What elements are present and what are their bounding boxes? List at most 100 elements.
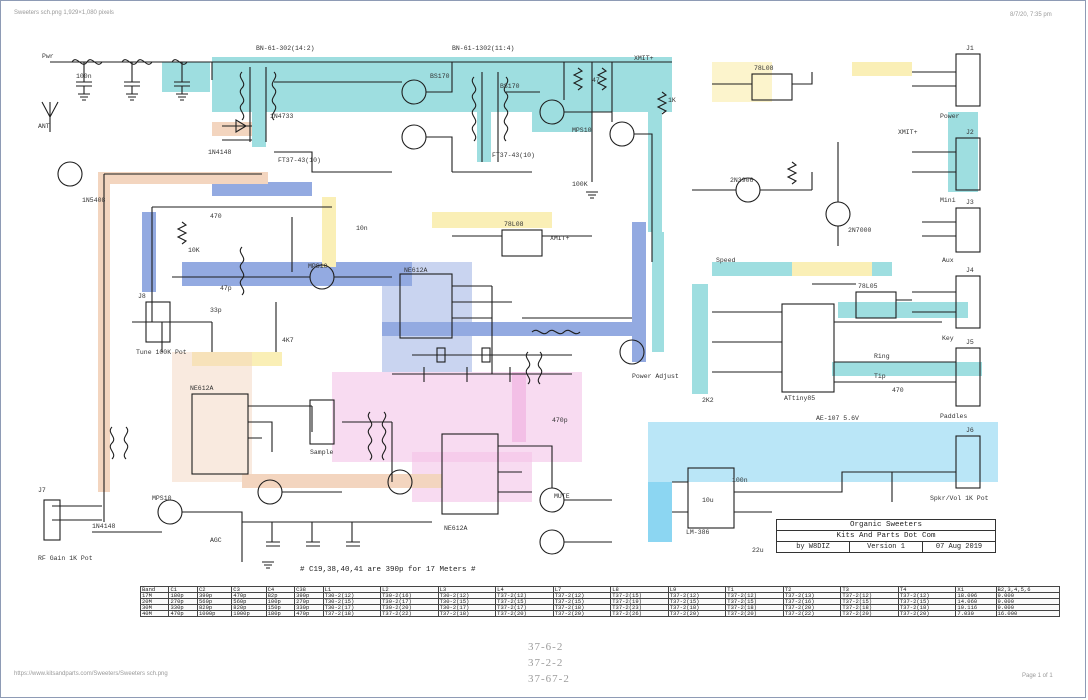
title-block-meta: by W8DIZ Version 1 07 Aug 2019 xyxy=(777,542,995,552)
label-key-conn: Key xyxy=(942,335,954,342)
label-c-6: 100n xyxy=(732,477,748,484)
table-cell: T37-2(22) xyxy=(380,610,439,617)
label-ne612-left: NE612A xyxy=(190,385,214,392)
table-cell: 16.000 xyxy=(995,610,1061,617)
label-c-8: 10u xyxy=(702,497,714,504)
label-lm386: LM-386 xyxy=(686,529,710,536)
label-agc: AGC xyxy=(210,537,222,544)
label-speed: Speed xyxy=(716,257,736,264)
table-cell: T37-2(22) xyxy=(782,610,842,617)
handwritten-note-2: 37-2-2 xyxy=(528,657,564,669)
highlight-orange-d xyxy=(212,122,252,136)
wire-layer xyxy=(41,53,981,569)
title-block-date: 07 Aug 2019 xyxy=(935,543,983,551)
handwritten-note-3: 37-67-2 xyxy=(528,673,570,685)
highlight-blue-top xyxy=(212,182,312,196)
highlight-teal-lpf xyxy=(162,62,210,92)
label-r-3: 1K xyxy=(668,97,676,104)
label-c-3: 33p xyxy=(210,307,222,314)
print-header-date: 8/7/20, 7:35 pm xyxy=(1010,12,1052,18)
highlight-teal-t2 xyxy=(477,102,491,162)
highlight-cyan-drop xyxy=(648,482,672,542)
connector-sample-body xyxy=(309,399,335,445)
label-c-1: 100n xyxy=(76,73,92,80)
q13-body xyxy=(401,124,427,150)
ground-symbols xyxy=(78,93,598,569)
wire-l8 xyxy=(522,317,632,335)
table-cell: 470p xyxy=(168,610,198,617)
highlight-teal-bus2 xyxy=(652,232,664,352)
speaker-symbol xyxy=(57,161,83,187)
antenna-symbol xyxy=(41,101,59,132)
wire-q-stage xyxy=(274,62,532,173)
label-1n4148-agc: 1N4148 xyxy=(92,523,116,530)
t2-windings xyxy=(471,76,509,142)
label-j5: J5 xyxy=(966,339,974,346)
wire-vfo-2 xyxy=(172,246,392,296)
highlight-cyan-audio xyxy=(648,422,998,482)
table-cell: 1000p xyxy=(196,610,233,617)
ic-mixer-body xyxy=(399,273,453,339)
q-mute2-body xyxy=(539,487,565,513)
highlight-orange-lo xyxy=(172,352,252,482)
label-j3: J3 xyxy=(966,199,974,206)
wire-regulators xyxy=(452,72,912,301)
wire-mute xyxy=(282,445,612,543)
label-j1: J1 xyxy=(966,45,974,52)
t6-windings xyxy=(367,411,387,461)
highlight-yellow-3 xyxy=(712,62,772,102)
print-header-filename: Sweeters sch.png 1,929×1,080 pixels xyxy=(14,10,114,16)
connector-j2-body xyxy=(955,137,981,191)
ic-ne612-left xyxy=(191,393,249,475)
regulator-3-body xyxy=(855,291,897,319)
label-attiny: ATtiny85 xyxy=(784,395,815,402)
label-tip: Tip xyxy=(874,373,886,380)
label-78l05: 78L05 xyxy=(858,283,878,290)
label-78l08-2: 78L08 xyxy=(754,65,774,72)
label-1n4148: 1N4148 xyxy=(208,149,232,156)
highlight-teal-t1 xyxy=(252,102,266,147)
table-row: 20M 270p 560p 560p 100p 270p T30-2(15) T… xyxy=(139,598,1061,605)
label-c-7: 22u xyxy=(752,547,764,554)
ic-ne612-mid xyxy=(441,433,499,515)
print-footer-page: Page 1 of 1 xyxy=(1022,673,1053,679)
label-r-7: 2K2 xyxy=(702,397,714,404)
ic-keyer-body xyxy=(781,303,835,393)
wire-left-bus xyxy=(103,173,262,522)
q14-body xyxy=(609,121,635,147)
title-block-author: by W8DIZ xyxy=(777,542,850,552)
table-cell: 470p xyxy=(294,610,324,617)
label-ring: Ring xyxy=(874,353,890,360)
label-r-1: 470 xyxy=(210,213,222,220)
label-r-5: 100K xyxy=(572,181,588,188)
label-xmit-top: XMIT+ xyxy=(634,55,654,62)
connector-j5-body xyxy=(955,347,981,407)
label-ft37-1: FT37-43(10) xyxy=(278,157,321,164)
label-sample: Sample xyxy=(310,449,334,456)
q-xmit-body xyxy=(825,201,851,227)
label-power-conn: Power xyxy=(940,113,960,120)
lpf-coils xyxy=(71,59,188,65)
t1-windings xyxy=(239,71,277,121)
connector-j3-body xyxy=(955,207,981,253)
print-footer-url: https://www.kitsandparts.com/Sweeters/Sw… xyxy=(14,671,168,677)
label-ne612-mid: NE612A xyxy=(444,525,468,532)
label-rf-gain: RF Gain 1K Pot xyxy=(38,555,93,562)
highlight-teal-keyer-right xyxy=(838,302,968,318)
q-driver-body xyxy=(619,339,645,365)
title-block-site: Kits And Parts Dot Com xyxy=(777,531,995,542)
highlight-teal-bus xyxy=(648,72,662,232)
label-relay: AE-107 5.6V xyxy=(816,415,859,422)
schematic-diagram: Pwr ANT BN-61-302(14:2) BN-61-1302(11:4)… xyxy=(38,45,998,569)
highlight-yellow-1 xyxy=(322,197,336,267)
connector-j6-body xyxy=(955,435,981,489)
label-78l08-1: 78L08 xyxy=(504,221,524,228)
label-adjust: Power Adjust xyxy=(632,373,679,380)
highlight-yellow-6 xyxy=(792,262,872,276)
label-mute: MUTE xyxy=(554,493,570,500)
table-cell: T37-2(18) xyxy=(437,610,497,617)
label-t2-core: BN-61-1302(11:4) xyxy=(452,45,514,52)
highlight-teal-keyer-left xyxy=(692,284,708,394)
wire-agc xyxy=(52,505,432,562)
highlight-yellow-4 xyxy=(192,352,282,366)
